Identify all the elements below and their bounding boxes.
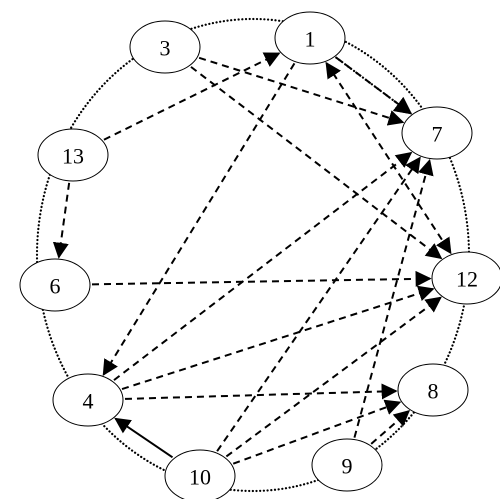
edge-1-to-7 bbox=[335, 56, 413, 115]
node-label: 12 bbox=[456, 267, 478, 292]
edge-4-to-8 bbox=[124, 383, 398, 400]
node-label: 3 bbox=[160, 36, 171, 61]
node-12: 12 bbox=[431, 251, 500, 305]
node-label: 8 bbox=[428, 379, 439, 404]
edge-1-to-12 bbox=[325, 61, 452, 255]
node-10: 10 bbox=[164, 449, 236, 499]
node-4: 4 bbox=[52, 373, 124, 427]
node-ellipse bbox=[401, 106, 473, 160]
node-label: 10 bbox=[189, 465, 211, 490]
node-label: 9 bbox=[342, 454, 353, 479]
node-ellipse bbox=[274, 11, 346, 65]
edge-10-to-7 bbox=[216, 156, 421, 452]
edge-10-to-12 bbox=[225, 296, 442, 458]
edge-10-to-4 bbox=[114, 417, 174, 459]
node-label: 6 bbox=[50, 274, 61, 299]
node-ellipse bbox=[19, 258, 91, 312]
edge-1-to-4 bbox=[102, 62, 296, 376]
node-ellipse bbox=[164, 449, 236, 499]
node-label: 7 bbox=[432, 122, 443, 147]
node-label: 13 bbox=[62, 144, 84, 169]
edge-3-to-7 bbox=[198, 56, 405, 126]
edge-3-to-12 bbox=[190, 66, 443, 260]
node-9: 9 bbox=[311, 438, 383, 492]
node-label: 1 bbox=[305, 27, 316, 52]
node-ellipse bbox=[397, 363, 469, 417]
edge-10-to-8 bbox=[232, 399, 402, 465]
edge-4-to-7 bbox=[113, 151, 413, 381]
edge-6-to-12 bbox=[91, 270, 432, 287]
node-6: 6 bbox=[19, 258, 91, 312]
node-1: 1 bbox=[274, 11, 346, 65]
node-ellipse bbox=[431, 251, 500, 305]
node-8: 8 bbox=[397, 363, 469, 417]
node-ellipse bbox=[311, 438, 383, 492]
node-label: 4 bbox=[83, 389, 94, 414]
node-13: 13 bbox=[37, 128, 109, 182]
node-7: 7 bbox=[401, 106, 473, 160]
edges-layer bbox=[52, 52, 452, 465]
node-ellipse bbox=[129, 20, 201, 74]
edge-13-to-1 bbox=[103, 52, 281, 141]
edge-4-to-12 bbox=[121, 285, 435, 391]
node-ellipse bbox=[52, 373, 124, 427]
node-3: 3 bbox=[129, 20, 201, 74]
edge-9-to-8 bbox=[370, 410, 411, 445]
edge-13-to-6 bbox=[52, 182, 71, 259]
node-ellipse bbox=[37, 128, 109, 182]
